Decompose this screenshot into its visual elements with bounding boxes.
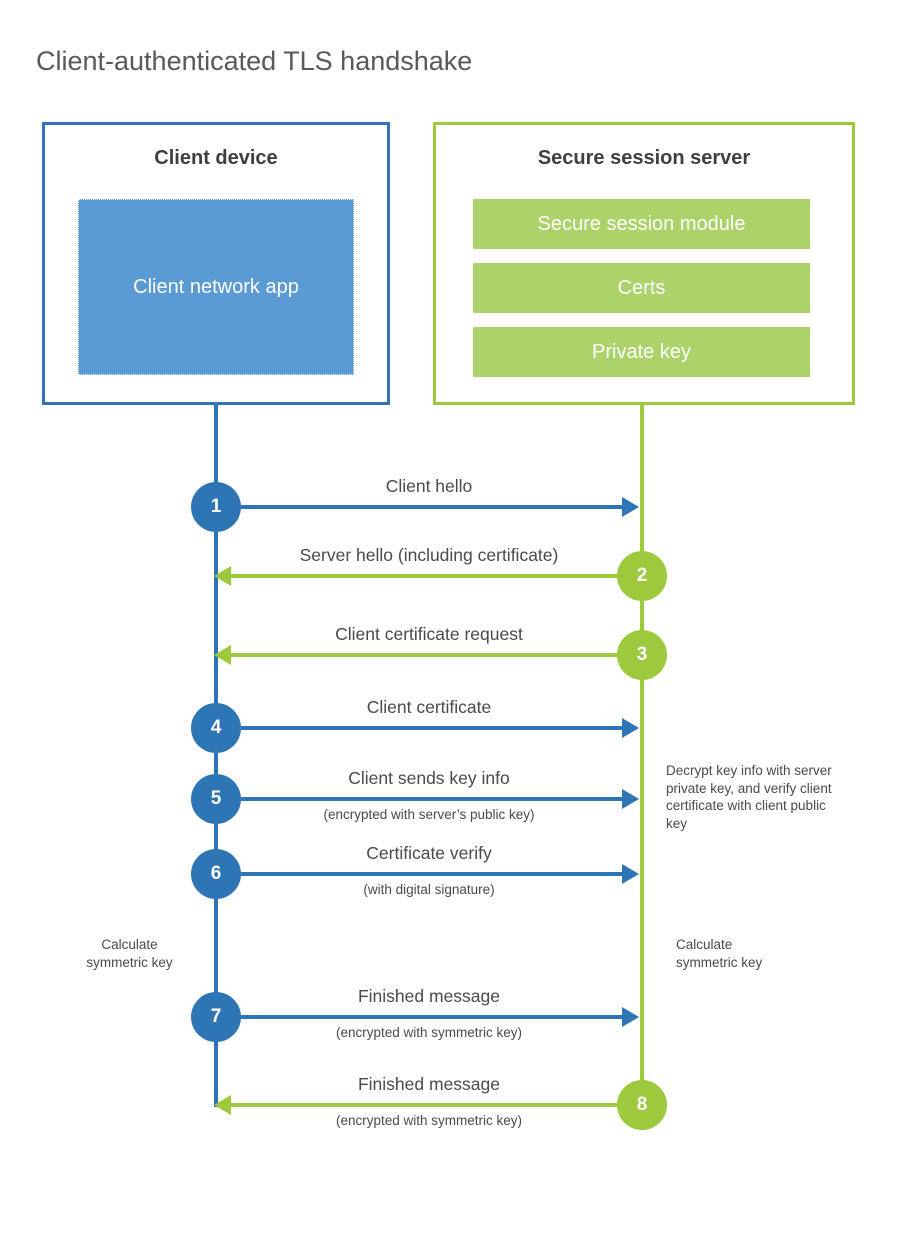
step-label: Client sends key info xyxy=(348,768,510,788)
step-label: Certificate verify xyxy=(366,843,492,863)
arrow-line xyxy=(241,872,622,876)
arrow-line xyxy=(231,653,617,657)
arrow-head-icon xyxy=(214,645,231,665)
step-label: Client certificate xyxy=(366,697,492,717)
client-network-app-label: Client network app xyxy=(133,275,299,298)
arrow-head-icon xyxy=(214,1095,231,1115)
client-device-title: Client device xyxy=(154,147,278,169)
step-sublabel: (encrypted with server’s public key) xyxy=(323,807,535,822)
step-number-badge: 4 xyxy=(191,703,241,753)
arrow-line xyxy=(241,726,622,730)
client-lifeline xyxy=(214,405,218,1107)
arrow-line xyxy=(241,505,622,509)
arrow-head-icon xyxy=(622,864,639,884)
step-label: Finished message xyxy=(357,986,501,1006)
step-number-badge: 2 xyxy=(617,551,667,601)
calculate-symmetric-key-note-server: Calculate symmetric key xyxy=(676,937,763,970)
arrow-line xyxy=(241,797,622,801)
server-lifeline xyxy=(640,405,644,1105)
step-label: Client certificate request xyxy=(335,624,523,644)
arrow-head-icon xyxy=(622,1007,639,1027)
step-label: Client hello xyxy=(385,476,473,496)
step-number-badge: 1 xyxy=(191,482,241,532)
step-label: Finished message xyxy=(357,1074,501,1094)
server-module-bar: Private key xyxy=(473,327,810,377)
arrow-head-icon xyxy=(214,566,231,586)
client-device-box: Client device Client network app xyxy=(42,122,390,405)
server-module-bar: Certs xyxy=(473,263,810,313)
step-number-badge: 7 xyxy=(191,992,241,1042)
server-module-label: Certs xyxy=(617,276,666,299)
arrow-line xyxy=(241,1015,622,1019)
arrow-line xyxy=(231,1103,617,1107)
secure-session-server-title: Secure session server xyxy=(537,147,751,169)
step-sublabel: (with digital signature) xyxy=(363,882,495,897)
step-number-badge: 5 xyxy=(191,774,241,824)
step-number-badge: 8 xyxy=(617,1080,667,1130)
step-number-badge: 6 xyxy=(191,849,241,899)
arrow-head-icon xyxy=(622,718,639,738)
decrypt-key-note: Decrypt key info with server private key… xyxy=(666,763,832,831)
server-module-label: Secure session module xyxy=(537,212,746,235)
calculate-symmetric-key-note-client: Calculate symmetric key xyxy=(86,937,173,970)
arrow-head-icon xyxy=(622,497,639,517)
step-number-badge: 3 xyxy=(617,630,667,680)
step-sublabel: (encrypted with symmetric key) xyxy=(335,1113,523,1128)
server-module-label: Private key xyxy=(592,340,691,363)
arrow-head-icon xyxy=(622,789,639,809)
server-module-bar: Secure session module xyxy=(473,199,810,249)
step-sublabel: (encrypted with symmetric key) xyxy=(335,1025,523,1040)
secure-session-server-box: Secure session server Secure session mod… xyxy=(433,122,855,405)
page-title: Client-authenticated TLS handshake xyxy=(36,46,473,77)
arrow-line xyxy=(231,574,617,578)
step-label: Server hello (including certificate) xyxy=(299,545,559,565)
client-network-app-box: Client network app xyxy=(78,199,354,375)
